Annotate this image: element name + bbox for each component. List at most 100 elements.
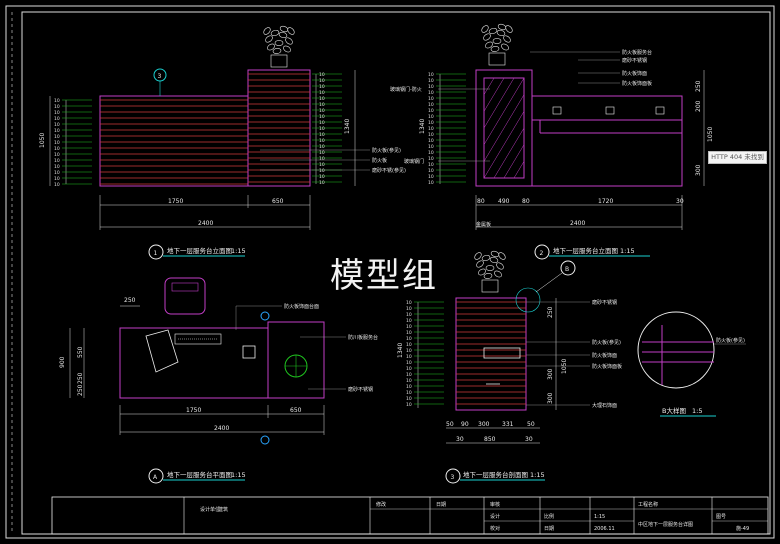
dim-1720: 1720: [598, 198, 613, 205]
plan-dim-650: 650: [290, 407, 302, 414]
ladder-label: 10: [428, 132, 434, 138]
ladder-label: 10: [319, 84, 325, 90]
hatch-line: [513, 160, 524, 178]
ladder-label: 10: [406, 342, 412, 348]
dim-right: 1340: [344, 119, 351, 134]
hatch-line: [564, 78, 624, 178]
ladder-label: 10: [319, 72, 325, 78]
ladder-label: 10: [54, 152, 60, 158]
plan-dim-250b: 250: [77, 384, 84, 396]
dim-650: 650: [272, 198, 284, 205]
ladder-label: 10: [428, 84, 434, 90]
plan-tall-box: [267, 321, 325, 399]
detail-callout-marker: [560, 260, 576, 276]
chair-icon: [164, 277, 206, 315]
phone-icon: [242, 345, 256, 359]
dim-r-250: 250: [695, 80, 702, 92]
section-note-2: 防火板(参见): [592, 339, 621, 346]
view-marker-number-2: 2: [540, 250, 544, 257]
broken-image-badge: HTTP 404 未找到: [708, 151, 767, 164]
tb-revision: 修改: [376, 501, 386, 508]
leaf: [278, 31, 288, 39]
ladder-label: 10: [319, 120, 325, 126]
tb-review: 审核: [490, 501, 500, 508]
ladder-label: 10: [406, 318, 412, 324]
dim-2400: 2400: [198, 220, 213, 227]
view-scale: 1:15: [231, 247, 246, 255]
tb-drawing-no-label: 图号: [716, 514, 726, 520]
ladder-label: 10: [54, 140, 60, 146]
ladder-label: 10: [406, 354, 412, 360]
dim-r-300: 300: [695, 164, 702, 176]
detail-callout-letter: B: [565, 266, 569, 273]
ladder-label: 10: [319, 132, 325, 138]
leaf: [272, 48, 282, 54]
view-marker-number-4: 3: [451, 474, 455, 481]
counter-body: [99, 95, 249, 187]
leaf: [481, 254, 491, 262]
ladder-label: 10: [406, 330, 412, 336]
ladder-label: 10: [428, 114, 434, 120]
ladder-label: 10: [54, 98, 60, 104]
hatch-line: [493, 127, 524, 178]
plant-icon-3: [474, 250, 506, 293]
section-dim-30b: 30: [525, 436, 533, 443]
plan-note-3: 磨砂不锈钢: [348, 386, 373, 393]
ladder-label: 10: [406, 324, 412, 330]
ladder-label: 10: [319, 180, 325, 186]
plan-dim-900: 900: [59, 356, 66, 368]
leaf: [485, 265, 495, 271]
ladder-label: 10: [319, 174, 325, 180]
counter-wood-strips: [100, 99, 248, 185]
counter-side: [531, 95, 683, 187]
tb-architecture: 建筑: [218, 506, 228, 513]
note-right-4: 防火板饰面板: [622, 80, 652, 87]
cut-marker-bottom: [260, 435, 270, 445]
cut-marker-top: [260, 311, 270, 321]
title-block: 设计单位 建筑 日期 修改 审核 设计 校对 比例 1:15 日期 2006.1…: [51, 496, 769, 535]
leaf: [274, 40, 284, 46]
view-marker-2: [534, 244, 550, 260]
ladder-label: 10: [319, 102, 325, 108]
section-note-5: 大理石饰面: [592, 402, 617, 409]
tb-project: 工程名称: [638, 501, 658, 508]
section-note-3: 防火板饰面: [592, 352, 617, 359]
dim-80b: 80: [522, 198, 530, 205]
ladder-label: 10: [319, 126, 325, 132]
note-left-1: 玻璃钢门-防火: [390, 86, 422, 93]
ladder-label: 10: [406, 312, 412, 318]
ladder-label: 10: [319, 156, 325, 162]
note-2: 防火板: [372, 157, 387, 164]
ladder-label: 10: [319, 78, 325, 84]
leaf: [267, 43, 275, 51]
detail-note: 防火板(参见): [716, 337, 745, 344]
section-strips: [456, 301, 526, 405]
leaf: [485, 41, 493, 49]
ladder-label: 10: [54, 146, 60, 152]
note-right-2: 磨砂不锈钢: [622, 57, 647, 64]
ladder-label: 10: [428, 138, 434, 144]
ladder-label: 10: [406, 300, 412, 306]
tb-date-label-2: 日期: [544, 526, 554, 532]
ladder-label: 10: [319, 168, 325, 174]
tb-date-label: 日期: [436, 502, 446, 508]
ladder-label: 10: [54, 122, 60, 128]
dim-490: 490: [498, 198, 510, 205]
plan-dim-top: 250: [124, 297, 136, 304]
section-dim-left: 1340: [397, 343, 404, 358]
plant-pot: [481, 279, 499, 293]
hatch-line: [484, 110, 524, 178]
view-scale-2: 1:15: [620, 247, 635, 255]
dim-80a: 80: [477, 198, 485, 205]
leaf: [476, 260, 484, 268]
leaf: [496, 29, 506, 37]
sheet-outer-border: [5, 5, 775, 539]
view-title-4: 地下一层服务台剖面图: [463, 470, 528, 479]
view-scale-4: 1:15: [530, 471, 545, 479]
ladder-label: 10: [428, 72, 434, 78]
dim-30: 30: [676, 198, 684, 205]
ladder-label: 10: [319, 138, 325, 144]
